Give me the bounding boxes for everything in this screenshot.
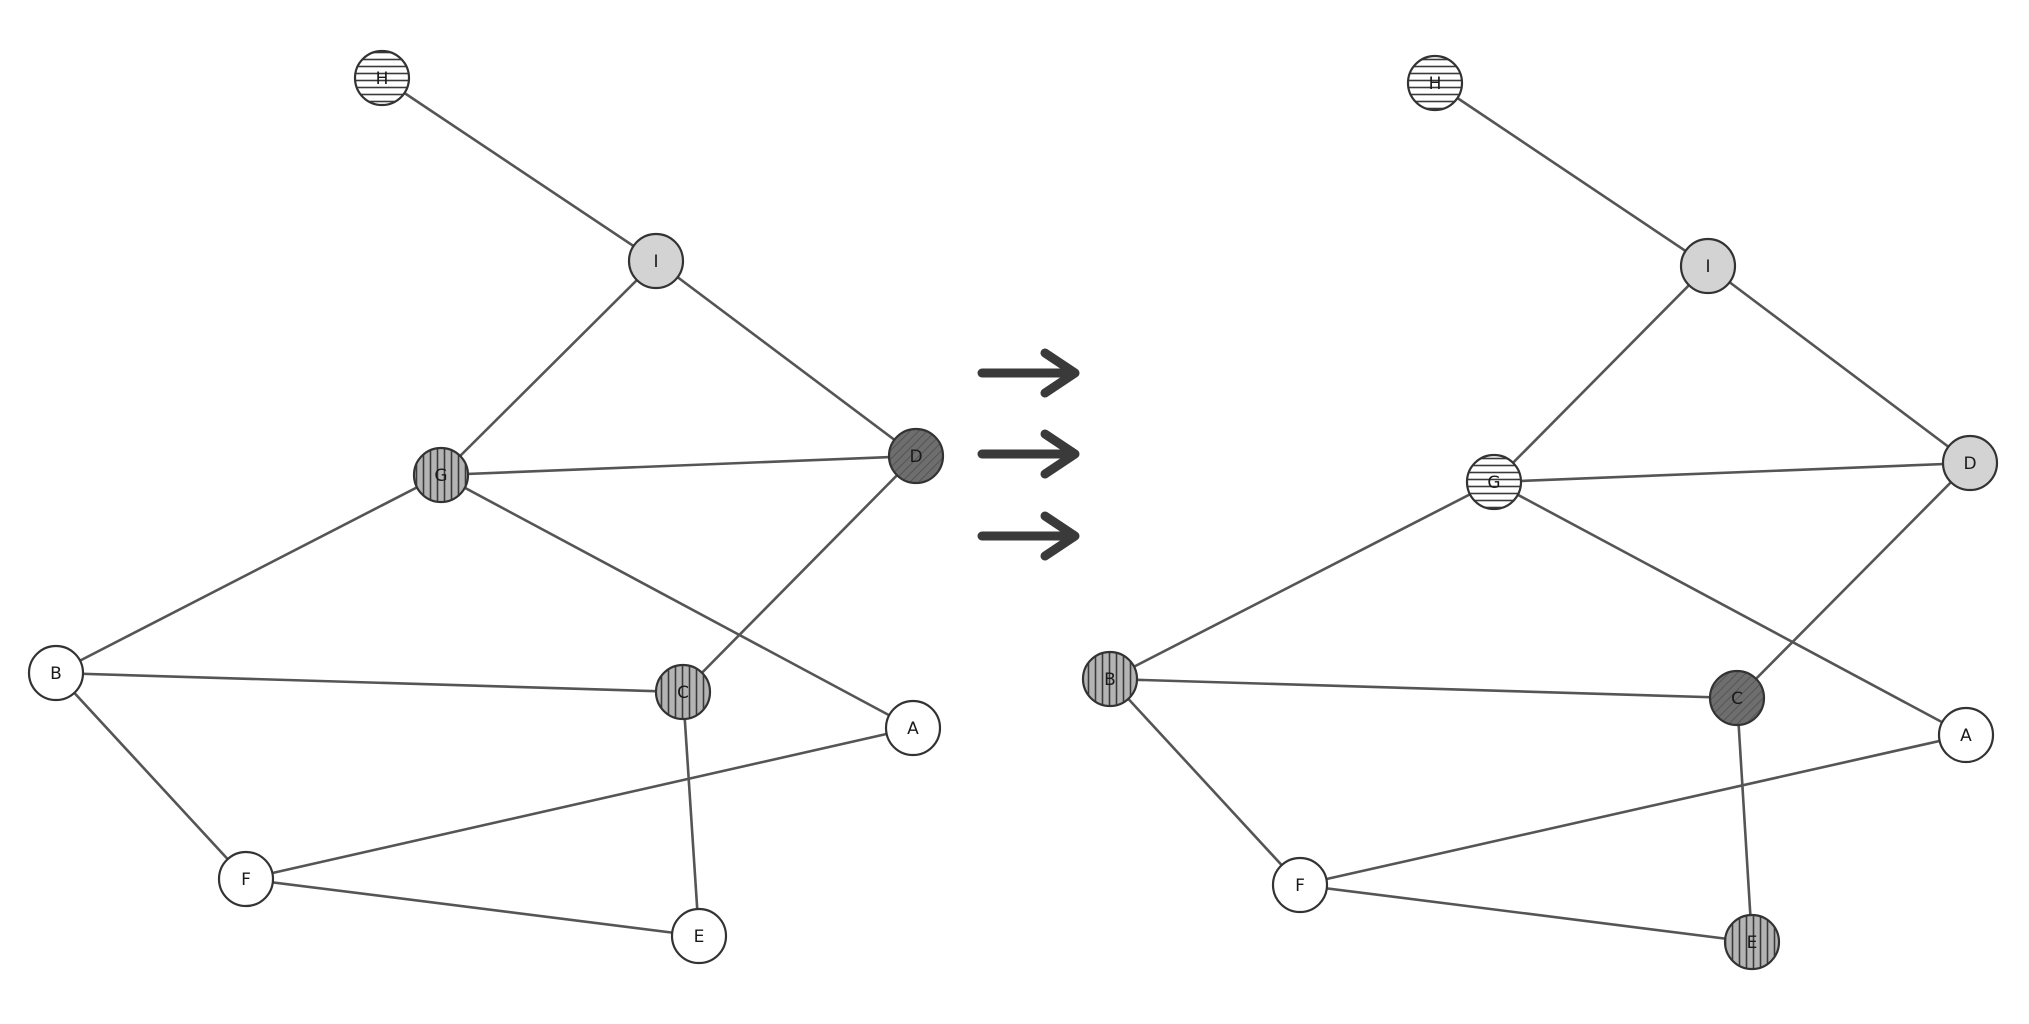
after-edge-D-C — [1736, 462, 1971, 699]
before-node-circle-F — [217, 850, 275, 908]
after-node-circle-G — [1465, 453, 1523, 511]
before-edge-H-I — [381, 76, 657, 263]
before-node-circle-A — [884, 699, 942, 757]
after-node-circle-C — [1708, 669, 1766, 727]
after-node-label-G: G — [1487, 473, 1500, 493]
before-node-D: D — [887, 427, 945, 485]
after-node-label-D: D — [1963, 454, 1976, 474]
after-edge-C-E — [1735, 697, 1754, 943]
after-node-circle-I — [1679, 237, 1737, 295]
after-node-circle-H — [1406, 54, 1464, 112]
before-node-label-F: F — [241, 870, 251, 890]
after-node-label-A: A — [1960, 726, 1972, 746]
before-edge-D-C — [682, 455, 917, 693]
before-node-label-I: I — [653, 252, 658, 272]
after-node-E: E — [1723, 913, 1781, 971]
before-node-circle-G — [412, 446, 470, 504]
before-edge-G-B — [55, 473, 442, 675]
arrow-right-icon — [977, 348, 1080, 398]
before-node-circle-I — [627, 232, 685, 290]
after-node-circle-E — [1723, 913, 1781, 971]
after-node-G: G — [1465, 453, 1523, 511]
before-node-label-B: B — [50, 664, 62, 684]
after-node-H: H — [1406, 54, 1464, 112]
after-edge-G-B — [1109, 480, 1495, 681]
before-node-E: E — [670, 907, 728, 965]
after-edge-I-D — [1707, 264, 1971, 465]
after-node-circle-A — [1937, 706, 1995, 764]
after-node-label-C: C — [1731, 689, 1743, 709]
after-node-C: C — [1708, 669, 1766, 727]
graph-after: H I G D B C A F E — [1081, 54, 1999, 971]
after-node-B: B — [1081, 650, 1139, 708]
transition-arrows — [977, 348, 1080, 561]
before-node-label-A: A — [907, 719, 919, 739]
after-node-circle-D — [1941, 434, 1999, 492]
arrow-right-icon — [977, 511, 1080, 561]
after-edge-I-G — [1493, 265, 1709, 483]
before-node-B: B — [27, 644, 85, 702]
before-edge-F-A — [245, 726, 914, 881]
before-node-label-D: D — [909, 447, 922, 467]
before-edge-I-D — [655, 259, 917, 458]
before-node-circle-E — [670, 907, 728, 965]
after-edge-B-F — [1109, 678, 1301, 886]
after-node-I: I — [1679, 237, 1737, 295]
before-node-I: I — [627, 232, 685, 290]
after-node-label-B: B — [1104, 670, 1116, 690]
after-edge-F-E — [1299, 883, 1753, 944]
after-node-label-E: E — [1747, 933, 1758, 953]
before-node-label-H: H — [376, 69, 389, 89]
after-node-circle-B — [1081, 650, 1139, 708]
before-node-F: F — [217, 850, 275, 908]
after-edge-B-C — [1109, 677, 1738, 700]
before-edge-B-F — [55, 672, 247, 880]
before-edge-F-E — [245, 877, 700, 938]
graph-before: H I G D B C A F E — [27, 49, 945, 965]
before-edge-G-A — [440, 473, 914, 730]
after-edge-H-I — [1434, 81, 1709, 268]
before-node-G: G — [412, 446, 470, 504]
before-node-circle-B — [27, 644, 85, 702]
arrow-right-icon — [977, 429, 1080, 479]
before-node-label-G: G — [434, 466, 447, 486]
after-node-label-I: I — [1705, 257, 1710, 277]
after-node-F: F — [1271, 856, 1329, 914]
before-edge-C-E — [681, 691, 701, 937]
after-node-label-F: F — [1295, 876, 1305, 896]
before-node-circle-H — [353, 49, 411, 107]
before-node-circle-C — [654, 663, 712, 721]
after-edge-G-A — [1493, 480, 1967, 737]
before-node-C: C — [654, 663, 712, 721]
after-node-A: A — [1937, 706, 1995, 764]
before-node-label-C: C — [677, 683, 689, 703]
after-node-label-H: H — [1429, 74, 1442, 94]
after-edge-G-D — [1493, 461, 1971, 484]
before-node-A: A — [884, 699, 942, 757]
after-edge-F-A — [1299, 733, 1967, 887]
after-node-circle-F — [1271, 856, 1329, 914]
before-node-H: H — [353, 49, 411, 107]
after-node-D: D — [1941, 434, 1999, 492]
before-edge-I-G — [440, 260, 657, 476]
before-node-circle-D — [887, 427, 945, 485]
before-edge-B-C — [55, 671, 684, 694]
before-node-label-E: E — [694, 927, 705, 947]
before-edge-G-D — [440, 454, 917, 477]
